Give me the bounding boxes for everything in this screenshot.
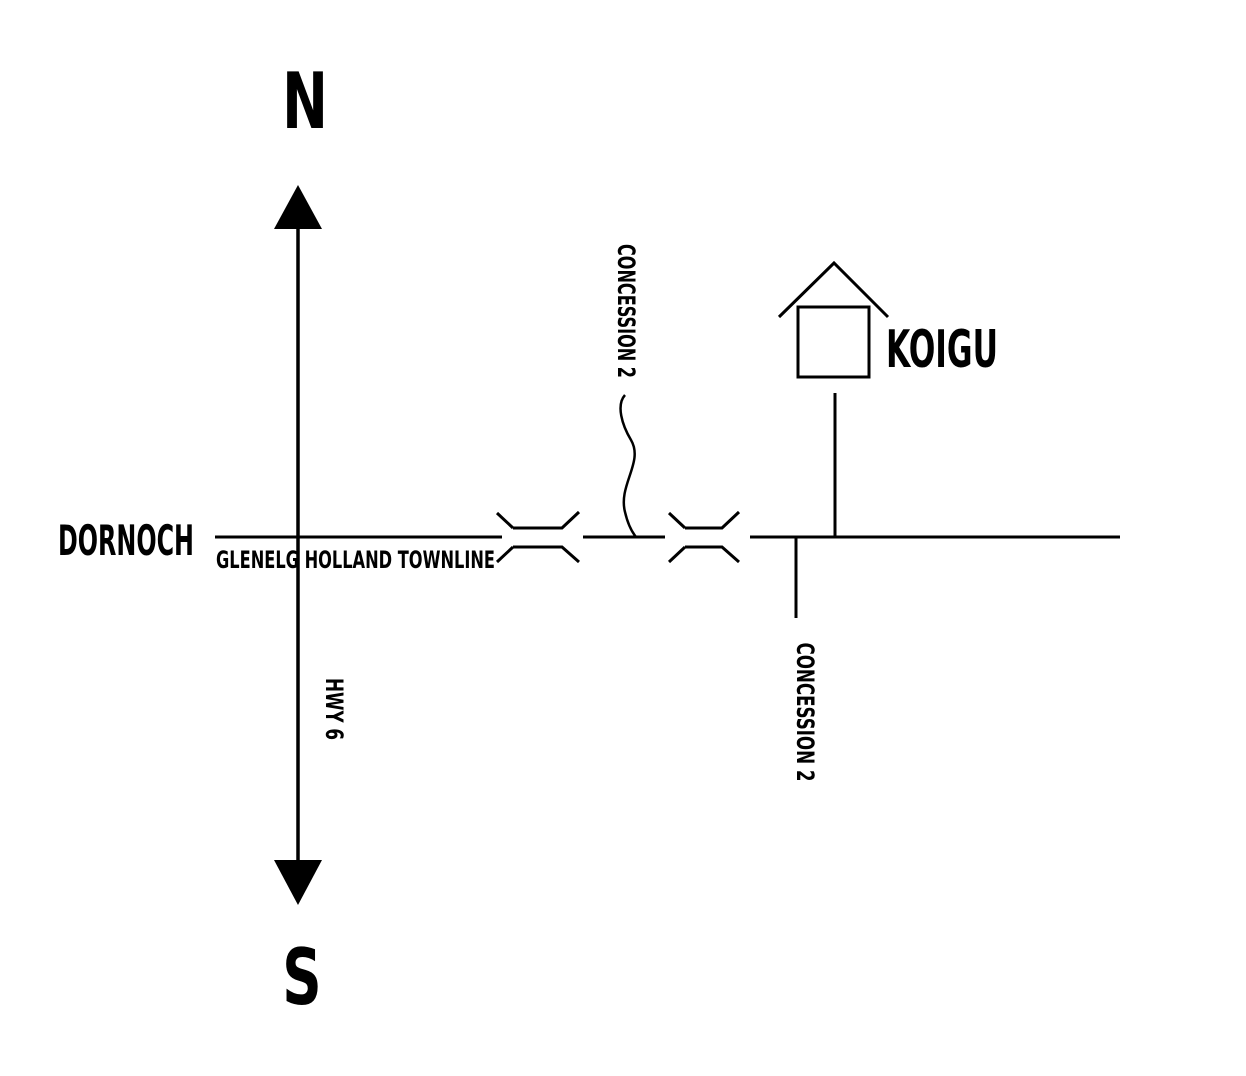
hwy-6-label: HWY 6: [320, 678, 348, 740]
concession-2-north-label: CONCESSION 2: [612, 244, 640, 378]
bridge-icon: [495, 510, 581, 564]
hwy-6-road: [274, 185, 322, 905]
koigu-label: KOIGU: [886, 320, 998, 380]
south-arrow-icon: [274, 860, 322, 905]
townline-label: GLENELG HOLLAND TOWNLINE: [216, 546, 495, 574]
house-icon: [777, 260, 890, 379]
concession-2-north-road: [619, 394, 637, 538]
dornoch-label: DORNOCH: [58, 516, 194, 565]
north-arrow-icon: [274, 185, 322, 229]
bridge-icon: [667, 510, 741, 564]
compass-south-label: S: [282, 933, 321, 1023]
compass-north-label: N: [282, 57, 328, 147]
concession-2-south-label: CONCESSION 2: [791, 643, 819, 782]
